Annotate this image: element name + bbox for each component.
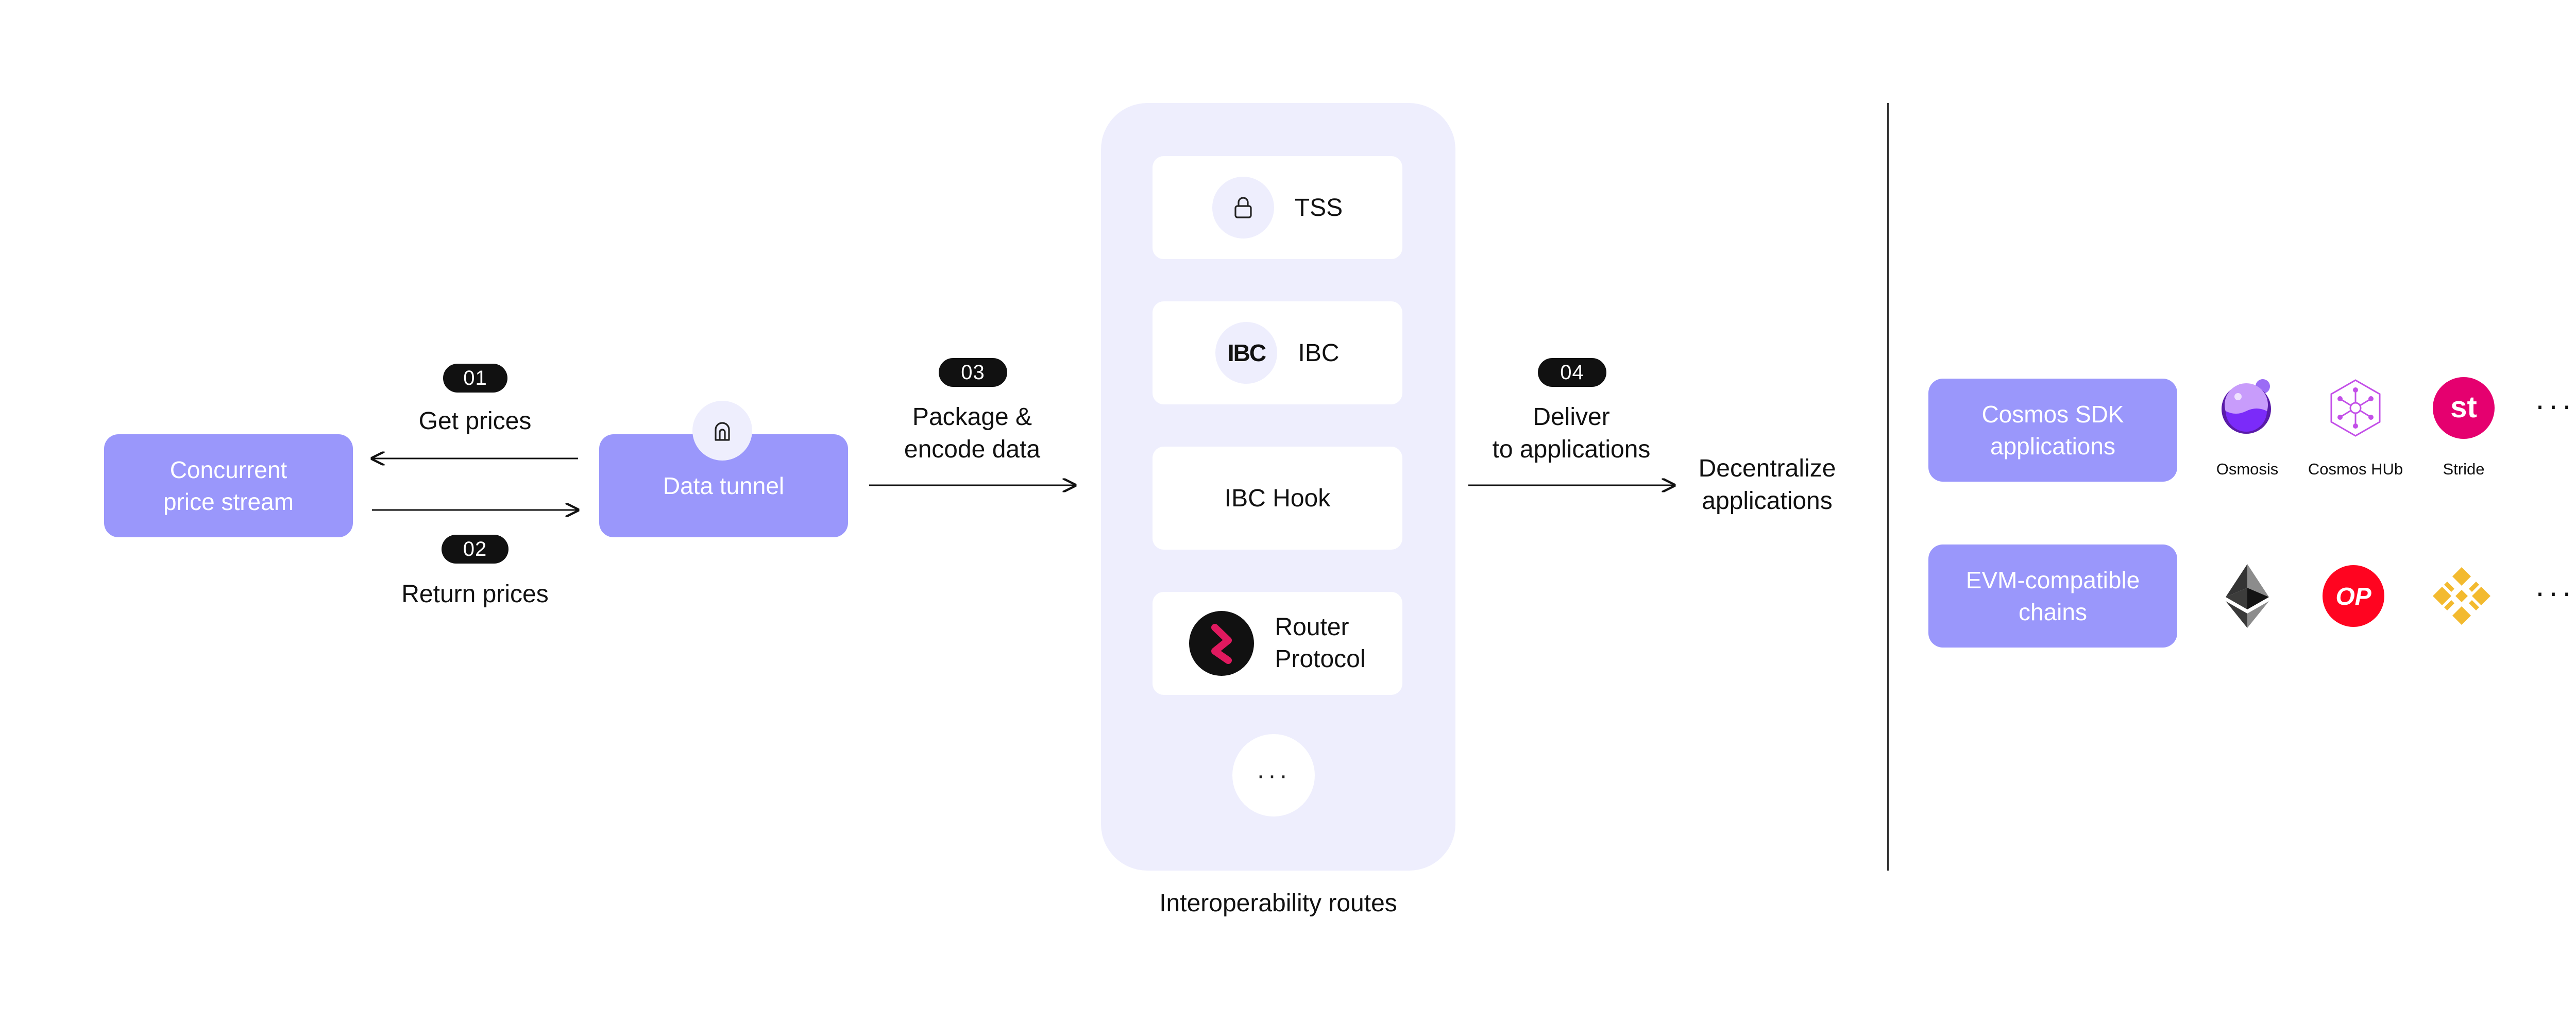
step-03-badge: 03 xyxy=(939,358,1007,387)
route-card-ibc: IBC IBC xyxy=(1153,301,1402,404)
evm-compatible-chains-box: EVM-compatible chains xyxy=(1928,544,2177,648)
step-02-badge: 02 xyxy=(442,535,509,564)
more-evm-chains[interactable]: ··· xyxy=(2535,575,2575,609)
cosmos-hub-logo-icon xyxy=(2325,377,2386,441)
data-tunnel-label: Data tunnel xyxy=(663,472,785,499)
decentralize-applications-label: Decentralize applications xyxy=(1698,455,1836,515)
route-card-router-protocol: Router Protocol xyxy=(1153,592,1402,695)
route-label-ibc-hook: IBC Hook xyxy=(1224,484,1331,512)
step-01-badge: 01 xyxy=(443,364,507,393)
interoperability-routes-caption: Interoperability routes xyxy=(1159,890,1397,917)
route-label-protocol: Protocol xyxy=(1275,645,1366,673)
cosmos-sdk-applications-box: Cosmos SDK applications xyxy=(1928,379,2177,482)
svg-text:OP: OP xyxy=(2335,583,2371,610)
route-card-ibc-hook: IBC Hook xyxy=(1153,447,1402,550)
get-prices-label: Get prices xyxy=(418,407,532,435)
lock-icon xyxy=(1212,177,1274,239)
osmosis-caption: Osmosis xyxy=(2216,460,2279,478)
cosmos-box-line-1: Cosmos SDK xyxy=(1981,401,2124,428)
source-line-2: price stream xyxy=(163,488,294,515)
return-prices-label: Return prices xyxy=(401,581,549,608)
route-label-router: Router xyxy=(1275,614,1349,641)
package-encode-label: Package & encode data xyxy=(904,403,1041,463)
svg-text:st: st xyxy=(2450,390,2477,424)
cosmos-hub-caption: Cosmos HUb xyxy=(2308,460,2403,478)
evm-box-line-1: EVM-compatible xyxy=(1965,567,2140,593)
route-card-tss: TSS xyxy=(1153,156,1402,259)
ibc-logo-icon: IBC xyxy=(1215,322,1278,384)
osmosis-logo-icon xyxy=(2216,376,2278,440)
route-label-tss: TSS xyxy=(1294,194,1343,222)
stride-logo-icon: st xyxy=(2433,377,2495,441)
optimism-logo-icon: OP xyxy=(2323,565,2384,629)
tunnel-icon xyxy=(692,401,752,461)
ethereum-logo-icon xyxy=(2225,564,2270,631)
evm-box-line-2: chains xyxy=(2019,599,2087,625)
more-routes-button[interactable]: ··· xyxy=(1232,734,1315,816)
concurrent-price-stream-box: Concurrent price stream xyxy=(104,434,353,537)
source-line-1: Concurrent xyxy=(170,456,287,483)
bnb-chain-logo-icon xyxy=(2431,565,2493,629)
section-divider xyxy=(1887,103,1889,871)
router-protocol-logo-icon xyxy=(1189,611,1255,676)
deliver-label: Deliver to applications xyxy=(1492,403,1651,463)
step-04-badge: 04 xyxy=(1538,358,1606,387)
cosmos-box-line-2: applications xyxy=(1990,433,2115,460)
route-label-ibc: IBC xyxy=(1298,339,1340,367)
stride-caption: Stride xyxy=(2443,460,2485,478)
more-cosmos-apps[interactable]: ··· xyxy=(2535,388,2575,422)
